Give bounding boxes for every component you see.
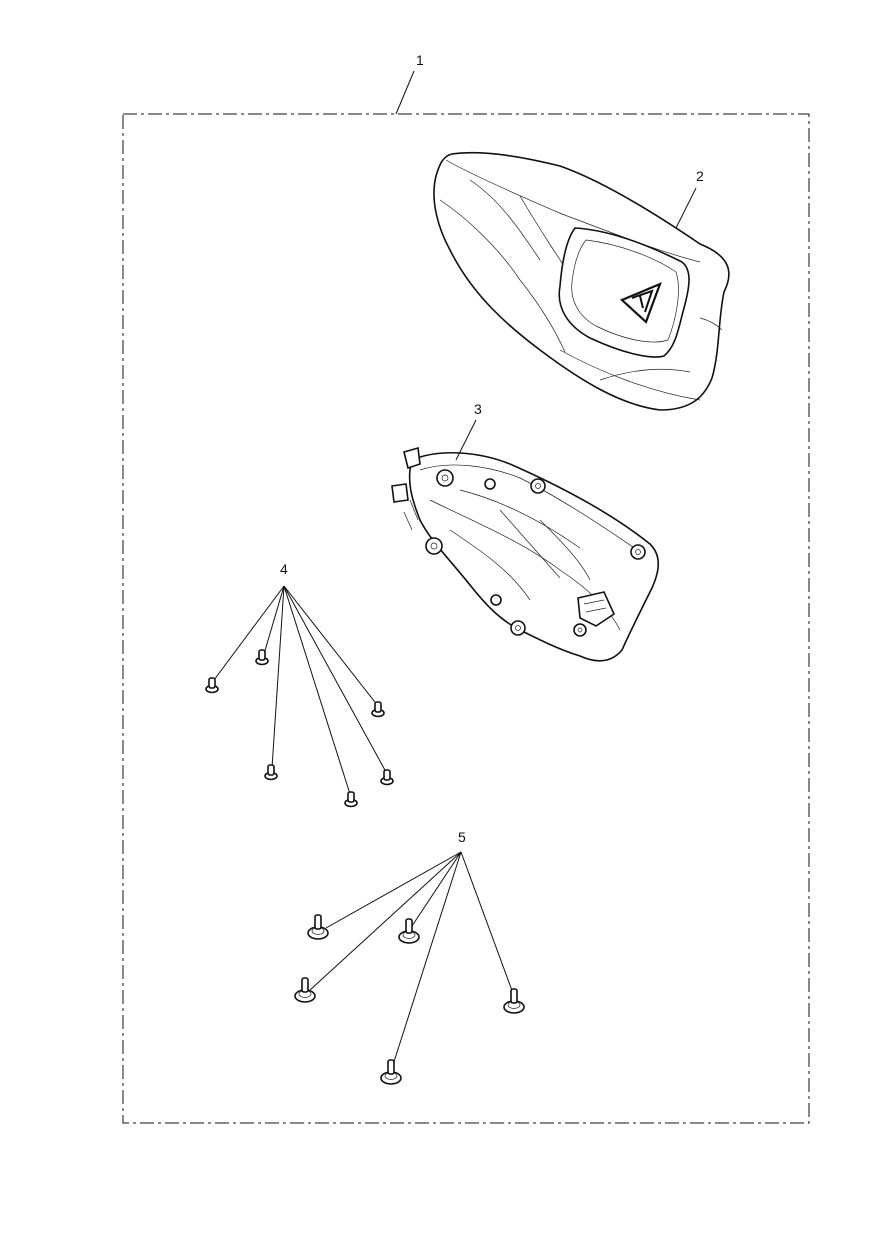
seat-base: [391, 446, 660, 662]
seat-cover: [433, 151, 730, 411]
callout-label-small-screws: 4: [280, 561, 288, 577]
small-screw: [264, 764, 278, 781]
leader-lines-small-screws: [213, 585, 387, 795]
callout-label-seat-base: 3: [474, 401, 482, 417]
small-screw: [371, 701, 385, 718]
leader-line-seat-base: [455, 419, 477, 461]
leader-lines-rubber-buffers: [309, 851, 515, 1069]
rubber-buffer: [503, 988, 525, 1014]
rubber-buffer: [294, 977, 316, 1003]
kit-boundary: [122, 113, 810, 1124]
callout-label-kit: 1: [416, 52, 424, 68]
leader-line-seat-cover: [675, 187, 697, 229]
rubber-buffer: [307, 914, 329, 940]
callout-label-rubber-buffers: 5: [458, 829, 466, 845]
small-screw: [344, 791, 358, 808]
small-screw: [380, 769, 394, 786]
rubber-buffer: [380, 1059, 402, 1085]
small-screw: [255, 649, 269, 666]
callout-label-seat-cover: 2: [696, 168, 704, 184]
leader-line-kit: [395, 70, 415, 115]
small-screw: [205, 677, 219, 694]
rubber-buffer: [398, 918, 420, 944]
